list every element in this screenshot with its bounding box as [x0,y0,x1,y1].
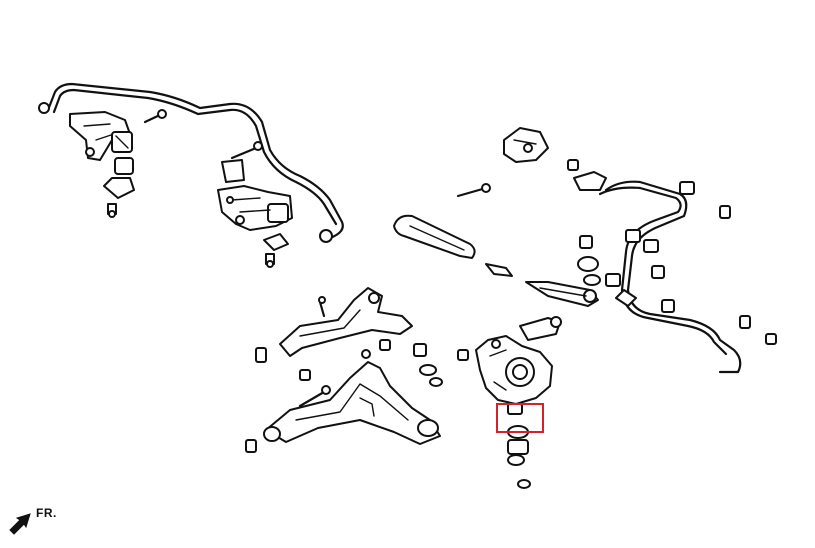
stabilizer-bushing-left [103,157,135,218]
upper-mount-bracket [503,127,607,191]
front-arrow-icon [9,513,31,535]
bushing-stack-center [577,235,601,286]
knuckle-hub [475,316,562,405]
stabilizer-bracket-right [217,141,293,268]
highlight-box [496,403,544,433]
stabilizer-bar [38,82,344,243]
bushing-washers [413,343,469,387]
ball-joint-parts [507,403,531,489]
bolt-top-left [143,109,167,124]
toe-link [485,263,599,307]
upper-link-arm [393,183,491,259]
upper-control-arm [255,287,413,363]
stabilizer-bracket-left [69,111,133,161]
abs-sensor-wire [598,180,777,374]
lower-control-arm [245,339,441,453]
direction-label: FR. [36,506,57,520]
